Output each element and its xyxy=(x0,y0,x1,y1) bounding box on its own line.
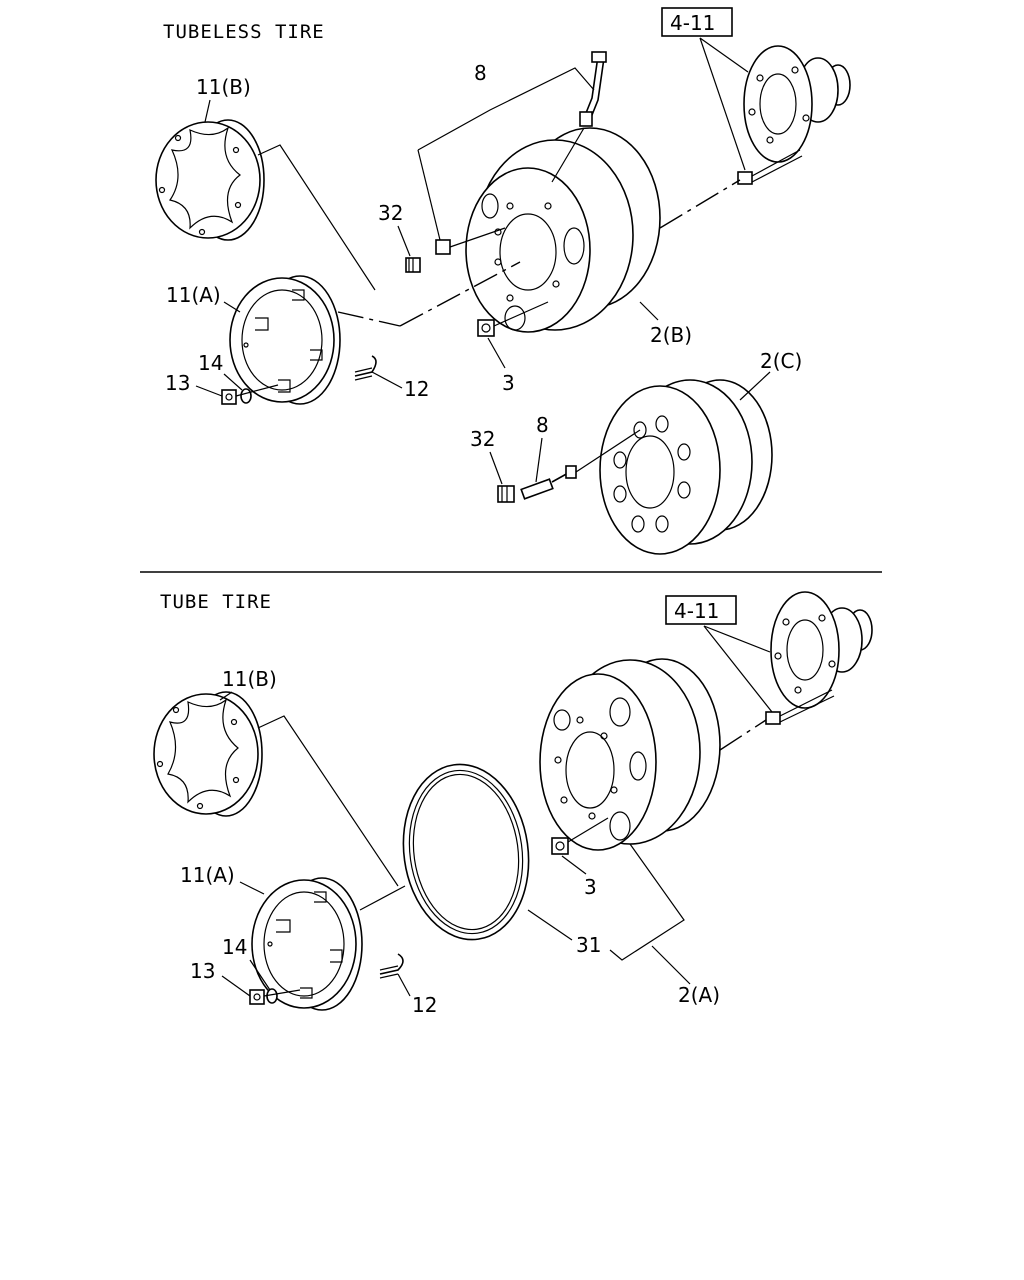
wheel-2b xyxy=(465,127,661,333)
tube-31 xyxy=(402,763,530,941)
wheel-hub-bottom xyxy=(770,591,873,709)
valve-8-top xyxy=(579,51,607,127)
callout-11b-top: 11(B) xyxy=(196,75,251,99)
bolt-12-top xyxy=(354,355,377,381)
valve-cap-32-2c xyxy=(497,485,515,503)
callout-2b: 2(B) xyxy=(650,323,692,347)
callout-13-bottom: 13 xyxy=(190,959,215,983)
callout-11a-bottom: 11(A) xyxy=(180,863,235,887)
ref-box-4-11-top: 4-11 xyxy=(661,7,733,37)
callout-11b-bottom: 11(B) xyxy=(222,667,277,691)
washer-14-top xyxy=(240,388,252,404)
callout-8-2c: 8 xyxy=(536,413,549,437)
callout-3-top: 3 xyxy=(502,371,515,395)
callout-8-top: 8 xyxy=(474,61,487,85)
callout-32-2c: 32 xyxy=(470,427,495,451)
callout-13-top: 13 xyxy=(165,371,190,395)
callout-12-bottom: 12 xyxy=(412,993,437,1017)
disc-11b-top xyxy=(155,119,265,241)
callout-14-bottom: 14 xyxy=(222,935,247,959)
wheel-2c xyxy=(599,379,773,555)
hub-bolt-bottom xyxy=(765,689,835,725)
washer-14-bottom xyxy=(266,988,278,1004)
callout-14-top: 14 xyxy=(198,351,223,375)
callout-2a: 2(A) xyxy=(678,983,720,1007)
nut-13-bottom xyxy=(249,989,265,1005)
disc-11b-bottom xyxy=(153,691,263,817)
callout-12-top: 12 xyxy=(404,377,429,401)
section-title-tube: TUBE TIRE xyxy=(160,591,272,613)
callout-31: 31 xyxy=(576,933,601,957)
ref-box-4-11-bottom: 4-11 xyxy=(665,595,737,625)
callout-32-top: 32 xyxy=(378,201,403,225)
nut-13-top xyxy=(221,389,237,405)
wheel-hub-top xyxy=(743,45,851,163)
callout-3-bottom: 3 xyxy=(584,875,597,899)
wheel-2a xyxy=(539,658,721,851)
nut-3-top xyxy=(477,301,549,337)
disc-11a-bottom xyxy=(251,877,363,1011)
bolt-12-bottom xyxy=(379,953,404,979)
hub-bolt-top xyxy=(737,149,803,185)
nut-top-valve xyxy=(435,227,506,255)
valve-cap-32-top xyxy=(405,257,421,273)
section-title-tubeless: TUBELESS TIRE xyxy=(163,21,325,43)
valve-8-2c xyxy=(520,465,577,500)
disc-11a-top xyxy=(229,275,341,405)
callout-11a-top: 11(A) xyxy=(166,283,221,307)
ref-label-4-11-top: 4-11 xyxy=(670,11,715,35)
nut-3-bottom xyxy=(551,817,609,855)
ref-label-4-11-bottom: 4-11 xyxy=(674,599,719,623)
callout-2c: 2(C) xyxy=(760,349,802,373)
